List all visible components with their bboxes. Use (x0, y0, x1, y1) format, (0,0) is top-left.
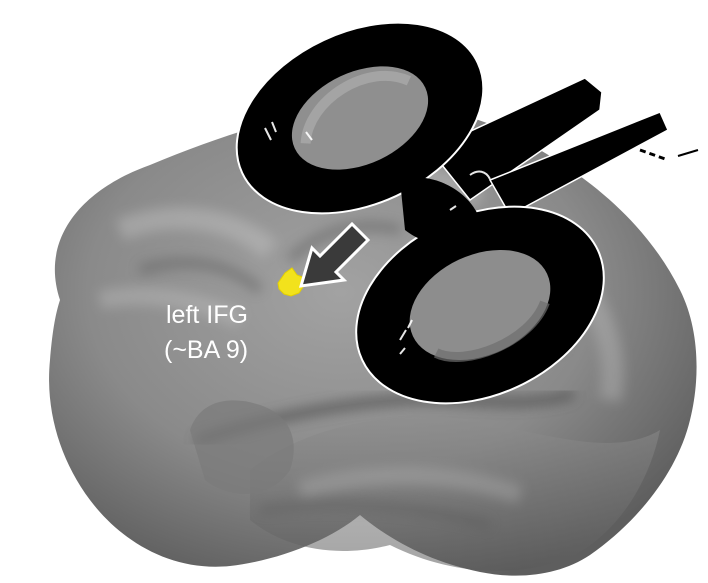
region-label-line1: left IFG (166, 300, 248, 330)
region-label-line2: (~BA 9) (164, 335, 248, 365)
